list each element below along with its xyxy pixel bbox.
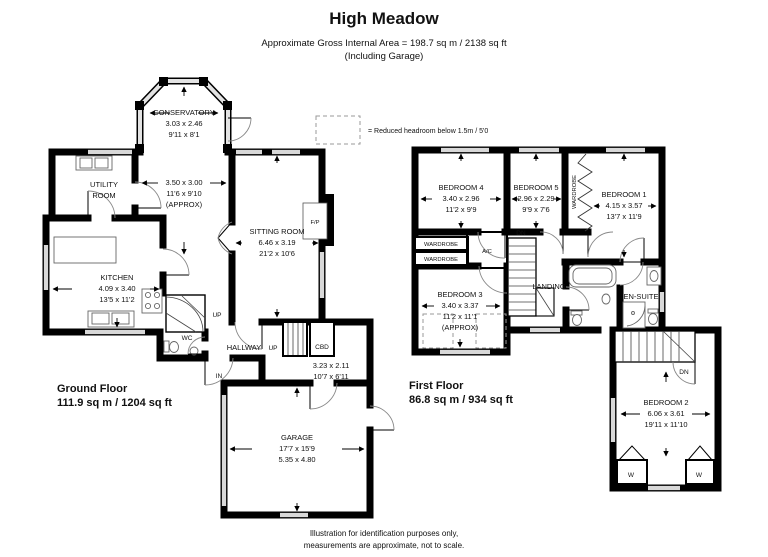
ground-windows xyxy=(43,149,325,518)
first-floor-name: First Floor xyxy=(409,380,464,392)
footer: Illustration for identification purposes… xyxy=(304,529,465,550)
bedroom1-name: BEDROOM 1 xyxy=(601,190,646,199)
utility-name-1: UTILITY xyxy=(90,180,118,189)
sitting-imperial: 21'2 x 10'6 xyxy=(259,249,295,258)
bedroom5-imperial: 9'9 x 7'6 xyxy=(522,205,549,214)
up-label-hall: UP xyxy=(268,345,277,352)
bedroom4-name: BEDROOM 4 xyxy=(438,183,483,192)
conservatory-name: CONSERVATORY xyxy=(153,108,214,117)
kitchen-stairs xyxy=(165,294,206,333)
legend-text: = Reduced headroom below 1.5m / 5'0 xyxy=(368,128,488,135)
header: High Meadow Approximate Gross Internal A… xyxy=(261,9,507,62)
wardrobe-label-1: WARDROBE xyxy=(424,242,458,248)
up-label-kitchen: UP xyxy=(212,312,221,319)
bedroom3-imperial: 11'2 x 11'1 xyxy=(443,312,478,321)
wc-label: WC xyxy=(182,335,193,342)
wc-fixtures xyxy=(163,340,199,356)
ground-floor-name: Ground Floor xyxy=(57,383,128,395)
garage-metric: 5.35 x 4.80 xyxy=(278,455,315,464)
bedroom1-imperial: 13'7 x 11'9 xyxy=(606,212,641,221)
first-floor-area: 86.8 sq m / 934 sq ft xyxy=(409,394,513,406)
ac-label: A/C xyxy=(482,249,492,255)
bedroom2-imperial: 19'11 x 11'10 xyxy=(644,420,687,429)
bedroom1-wardrobe xyxy=(577,153,593,232)
legend: = Reduced headroom below 1.5m / 5'0 xyxy=(315,115,488,145)
first-floor-plan: BEDROOM 4 3.40 x 2.96 11'2 x 9'9 BEDROOM… xyxy=(409,146,722,492)
sitting-metric: 6.46 x 3.19 xyxy=(258,238,295,247)
garage-name: GARAGE xyxy=(281,433,313,442)
annex-stairs xyxy=(614,330,696,385)
kitchen-imperial: 13'5 x 11'2 xyxy=(99,295,134,304)
bathroom-fixtures xyxy=(568,264,617,326)
ground-dim-arrows xyxy=(52,86,365,512)
bedroom2-metric: 6.06 x 3.61 xyxy=(647,409,684,418)
kitchen-name: KITCHEN xyxy=(101,273,134,282)
dining-imperial: 11'6 x 9'10 xyxy=(166,189,201,198)
ground-doors xyxy=(87,117,395,431)
lobby-imperial: 10'7 x 6'11 xyxy=(313,372,348,381)
first-windows xyxy=(440,147,680,491)
ensuite-label: EN-SUITE xyxy=(623,292,658,301)
closet-w-label-2: W xyxy=(696,472,703,479)
footer-line-2: measurements are approximate, not to sca… xyxy=(304,541,465,550)
fireplace-label: F/P xyxy=(310,220,319,226)
dn-label-annex: DN xyxy=(679,369,689,376)
bedroom1-wardrobe-label: WARDROBE xyxy=(572,175,578,209)
bedroom2-name: BEDROOM 2 xyxy=(643,398,688,407)
hallway-label: HALLWAY xyxy=(227,343,261,352)
bedroom3-metric: 3.40 x 3.37 xyxy=(441,301,478,310)
dining-note: (APPROX) xyxy=(166,200,203,209)
bedroom3-name: BEDROOM 3 xyxy=(437,290,482,299)
bedroom5-name: BEDROOM 5 xyxy=(513,183,558,192)
lobby-metric: 3.23 x 2.11 xyxy=(313,361,350,370)
wardrobe-label-2: WARDROBE xyxy=(424,257,458,263)
bedroom1-metric: 4.15 x 3.57 xyxy=(605,201,642,210)
utility-name-2: ROOM xyxy=(92,191,115,200)
bedroom3-note: (APPROX) xyxy=(442,323,479,332)
garage-imperial: 17'7 x 15'9 xyxy=(279,444,315,453)
landing-stairs xyxy=(507,237,555,317)
wardrobe-cupboards xyxy=(414,231,508,269)
cbd-label: CBD xyxy=(315,344,329,351)
subtitle-area: Approximate Gross Internal Area = 198.7 … xyxy=(261,38,507,49)
bedroom4-metric: 3.40 x 2.96 xyxy=(442,194,479,203)
closet-w-label-1: W xyxy=(628,472,635,479)
kitchen-fixtures xyxy=(53,236,163,328)
fireplace: F/P xyxy=(302,194,334,246)
bedroom2-closets xyxy=(616,445,715,485)
subtitle-garage: (Including Garage) xyxy=(345,51,424,62)
ground-floor-area: 111.9 sq m / 1204 sq ft xyxy=(57,397,172,409)
legend-dashed-box xyxy=(315,115,361,145)
bedroom4-imperial: 11'2 x 9'9 xyxy=(445,205,476,214)
landing-label: LANDING xyxy=(532,282,566,291)
conservatory-metric: 3.03 x 2.46 xyxy=(165,119,202,128)
ensuite-fixtures xyxy=(622,266,662,329)
hallway-stairs xyxy=(282,321,308,357)
in-label: IN xyxy=(216,373,223,380)
footer-line-1: Illustration for identification purposes… xyxy=(310,529,458,538)
reduced-headroom-areas xyxy=(422,313,507,349)
dining-metric: 3.50 x 3.00 xyxy=(165,178,202,187)
dn-label-landing: DN xyxy=(516,230,526,237)
cbd-cupboard xyxy=(309,321,335,357)
kitchen-metric: 4.09 x 3.40 xyxy=(98,284,135,293)
first-dim-arrows xyxy=(420,153,711,457)
ground-floor-plan: F/P xyxy=(42,77,395,519)
conservatory-imperial: 9'11 x 8'1 xyxy=(168,130,199,139)
first-doors xyxy=(477,231,645,311)
bedroom5-metric: 2.96 x 2.29 xyxy=(517,194,554,203)
utility-sink xyxy=(75,155,113,171)
page-title: High Meadow xyxy=(329,9,439,28)
sitting-name: SITTING ROOM xyxy=(250,227,305,236)
